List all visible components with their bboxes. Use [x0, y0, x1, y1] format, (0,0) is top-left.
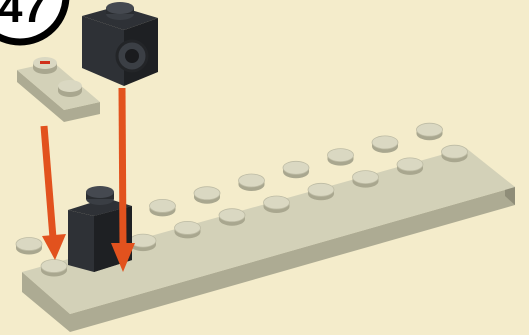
plate-stud — [16, 238, 42, 255]
plate-stud — [417, 123, 443, 140]
plate-stud — [353, 171, 379, 188]
step-number: 47 — [0, 0, 47, 32]
plate-stud — [239, 174, 265, 191]
placed-brick-stud-top — [86, 186, 114, 198]
plate-stud — [308, 183, 334, 200]
plate-stud — [264, 196, 290, 213]
plate-stud — [175, 221, 201, 238]
plate-stud — [372, 136, 398, 153]
red-mark-icon — [40, 61, 50, 64]
plate-stud — [328, 149, 354, 166]
plate-stud — [219, 209, 245, 226]
arrow-brick-shaft — [122, 88, 123, 244]
small-plate-stud-1 — [33, 57, 57, 74]
plate-stud — [41, 260, 67, 277]
plate-stud — [130, 234, 156, 251]
small-plate-stud-2 — [58, 80, 82, 97]
plate-stud — [397, 158, 423, 175]
plate-stud — [283, 161, 309, 178]
plate-stud — [442, 145, 468, 162]
plate-stud — [150, 199, 176, 216]
plate-stud — [194, 187, 220, 204]
